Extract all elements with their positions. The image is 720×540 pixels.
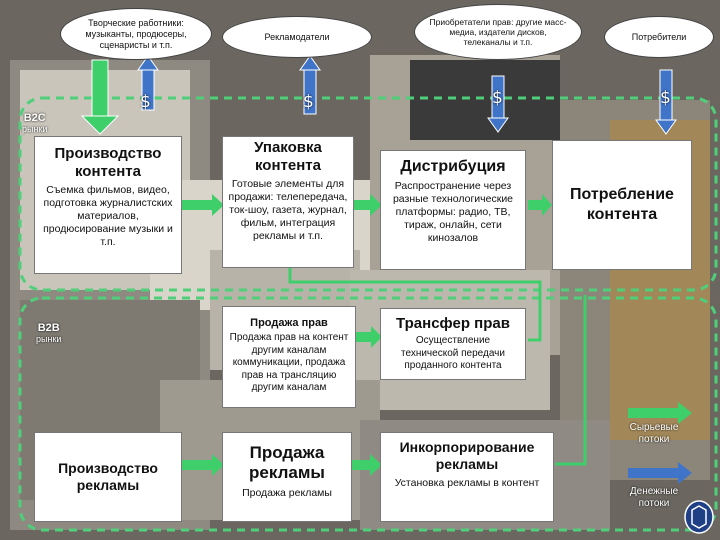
b2b-label-line1: B2B [37,322,60,334]
legend-money-flows: Денежные потоки [628,486,680,510]
box-content-packaging: Упаковка контента Готовые элементы для п… [222,136,354,268]
box-rights-sale-desc: Продажа прав на контент другим каналам к… [229,332,349,393]
box-content-packaging-title: Упаковка контента [254,139,322,174]
legend-raw-flows: Сырьевые потоки [628,422,680,446]
box-rights-sale-title: Продажа прав [250,317,328,329]
b2c-label: B2C рынки [22,112,47,134]
b2b-label: B2B рынки [36,322,61,344]
ellipse-creative-workers-text: Творческие работники: музыканты, продюсе… [85,17,187,50]
box-ad-sale-title: Продажа рекламы [249,443,325,482]
box-rights-transfer: Трансфер прав Осуществление технической … [380,308,526,380]
dollar-sign-4: $ [660,88,671,108]
box-content-production-desc: Съемка фильмов, видео, подготовка журнал… [43,184,173,248]
box-distribution-desc: Распространение через разные технологиче… [392,180,514,244]
box-ad-incorporation-title: Инкорпорирование рекламы [399,439,535,472]
ellipse-consumers: Потребители [604,16,714,58]
box-ad-production: Производство рекламы [34,432,182,522]
box-content-consumption-title: Потребление контента [570,186,674,223]
b2c-label-line1: B2C [23,112,46,124]
b2c-label-line2: рынки [22,124,48,134]
dollar-sign-2: $ [303,92,314,112]
ellipse-consumers-text: Потребители [631,31,687,42]
box-ad-sale: Продажа рекламы Продажа рекламы [222,432,352,522]
box-rights-transfer-desc: Осуществление технической передачи прода… [401,335,505,371]
ellipse-advertisers-text: Рекламодатели [264,31,330,42]
box-content-production-title: Производство контента [54,145,162,180]
legend-raw-flows-text: Сырьевые потоки [629,422,679,445]
box-ad-sale-desc: Продажа рекламы [242,487,332,499]
box-ad-incorporation-desc: Установка рекламы в контент [394,477,540,489]
ellipse-rights-buyers: Приобретатели прав: другие масс-медиа, и… [414,4,582,60]
dollar-sign-1: $ [140,92,151,112]
dollar-sign-3: $ [492,88,503,108]
box-content-consumption: Потребление контента [552,140,692,270]
box-distribution: Дистрибуция Распространение через разные… [380,150,526,270]
ellipse-rights-buyers-text: Приобретатели прав: другие масс-медиа, и… [429,17,567,47]
legend-money-flows-text: Денежные потоки [629,486,679,509]
box-rights-sale: Продажа прав Продажа прав на контент дру… [222,306,356,408]
university-logo-icon [684,500,714,534]
box-content-production: Производство контента Съемка фильмов, ви… [34,136,182,274]
b2b-label-line2: рынки [36,334,62,344]
box-ad-incorporation: Инкорпорирование рекламы Установка рекла… [380,432,554,522]
ellipse-advertisers: Рекламодатели [222,16,372,58]
box-rights-transfer-title: Трансфер прав [396,315,510,332]
box-distribution-title: Дистрибуция [400,158,506,175]
ellipse-creative-workers: Творческие работники: музыканты, продюсе… [60,8,212,60]
box-content-packaging-desc: Готовые элементы для продажи: телепереда… [228,178,348,242]
box-ad-production-title: Производство рекламы [58,460,158,493]
